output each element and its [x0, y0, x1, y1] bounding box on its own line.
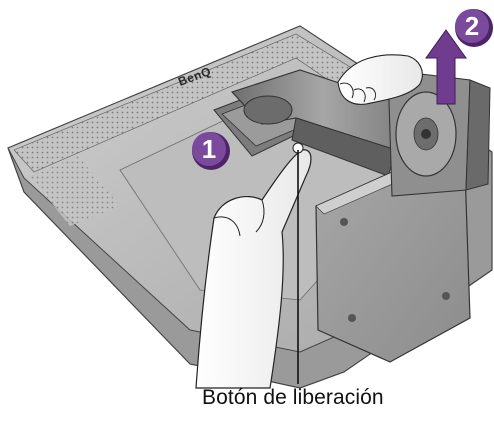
step-1-badge: 1	[192, 132, 230, 170]
lift-arrow-icon	[425, 29, 467, 105]
step-1-number: 1	[202, 134, 216, 164]
release-button-caption: Botón de liberación	[202, 386, 384, 409]
pressing-hand	[195, 149, 312, 389]
step-2-badge: 2	[455, 9, 493, 47]
step-2-number: 2	[465, 11, 479, 41]
lifting-hand	[337, 54, 423, 105]
vent-grille-lower	[30, 156, 120, 226]
